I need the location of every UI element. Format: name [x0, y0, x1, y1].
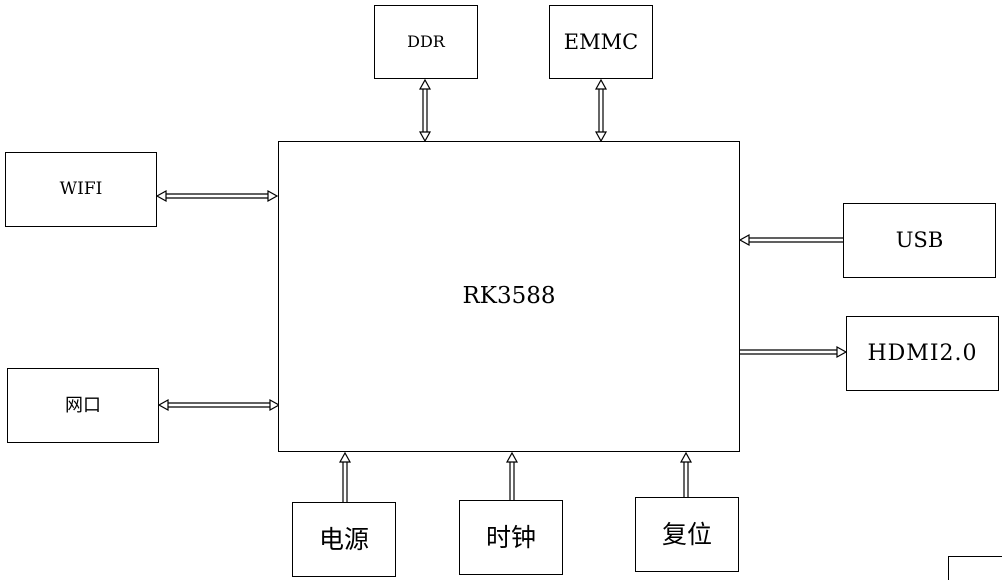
- wifi-block: WIFI: [5, 152, 157, 227]
- wifi-label: WIFI: [59, 179, 103, 199]
- clock-label: 时钟: [485, 523, 536, 552]
- arrow-wifi-to-processor: [155, 189, 279, 203]
- arrow-ddr-to-processor: [418, 78, 432, 143]
- arrow-processor-to-hdmi: [740, 345, 848, 359]
- arrow-emmc-to-processor: [594, 78, 608, 143]
- usb-block: USB: [843, 203, 996, 278]
- clock-block: 时钟: [459, 500, 563, 575]
- arrow-reset-to-processor: [679, 451, 693, 497]
- hdmi-block: HDMI2.0: [846, 316, 999, 391]
- ethernet-block: 网口: [7, 368, 159, 443]
- processor-label: RK3588: [462, 283, 556, 309]
- arrow-ethernet-to-processor: [157, 398, 281, 412]
- arrow-usb-to-processor: [738, 233, 843, 247]
- power-block: 电源: [292, 502, 396, 577]
- usb-label: USB: [895, 228, 944, 252]
- partial-block-cropped: [948, 556, 1002, 580]
- reset-label: 复位: [661, 520, 712, 549]
- emmc-label: EMMC: [563, 29, 639, 54]
- reset-block: 复位: [635, 497, 739, 572]
- arrow-power-to-processor: [338, 451, 352, 502]
- power-label: 电源: [318, 525, 369, 554]
- processor-block: RK3588: [278, 141, 740, 452]
- ethernet-label: 网口: [65, 394, 101, 416]
- arrow-clock-to-processor: [505, 451, 519, 500]
- emmc-block: EMMC: [549, 5, 653, 79]
- ddr-label: DDR: [407, 32, 445, 51]
- ddr-block: DDR: [374, 5, 478, 79]
- hdmi-label: HDMI2.0: [867, 340, 978, 366]
